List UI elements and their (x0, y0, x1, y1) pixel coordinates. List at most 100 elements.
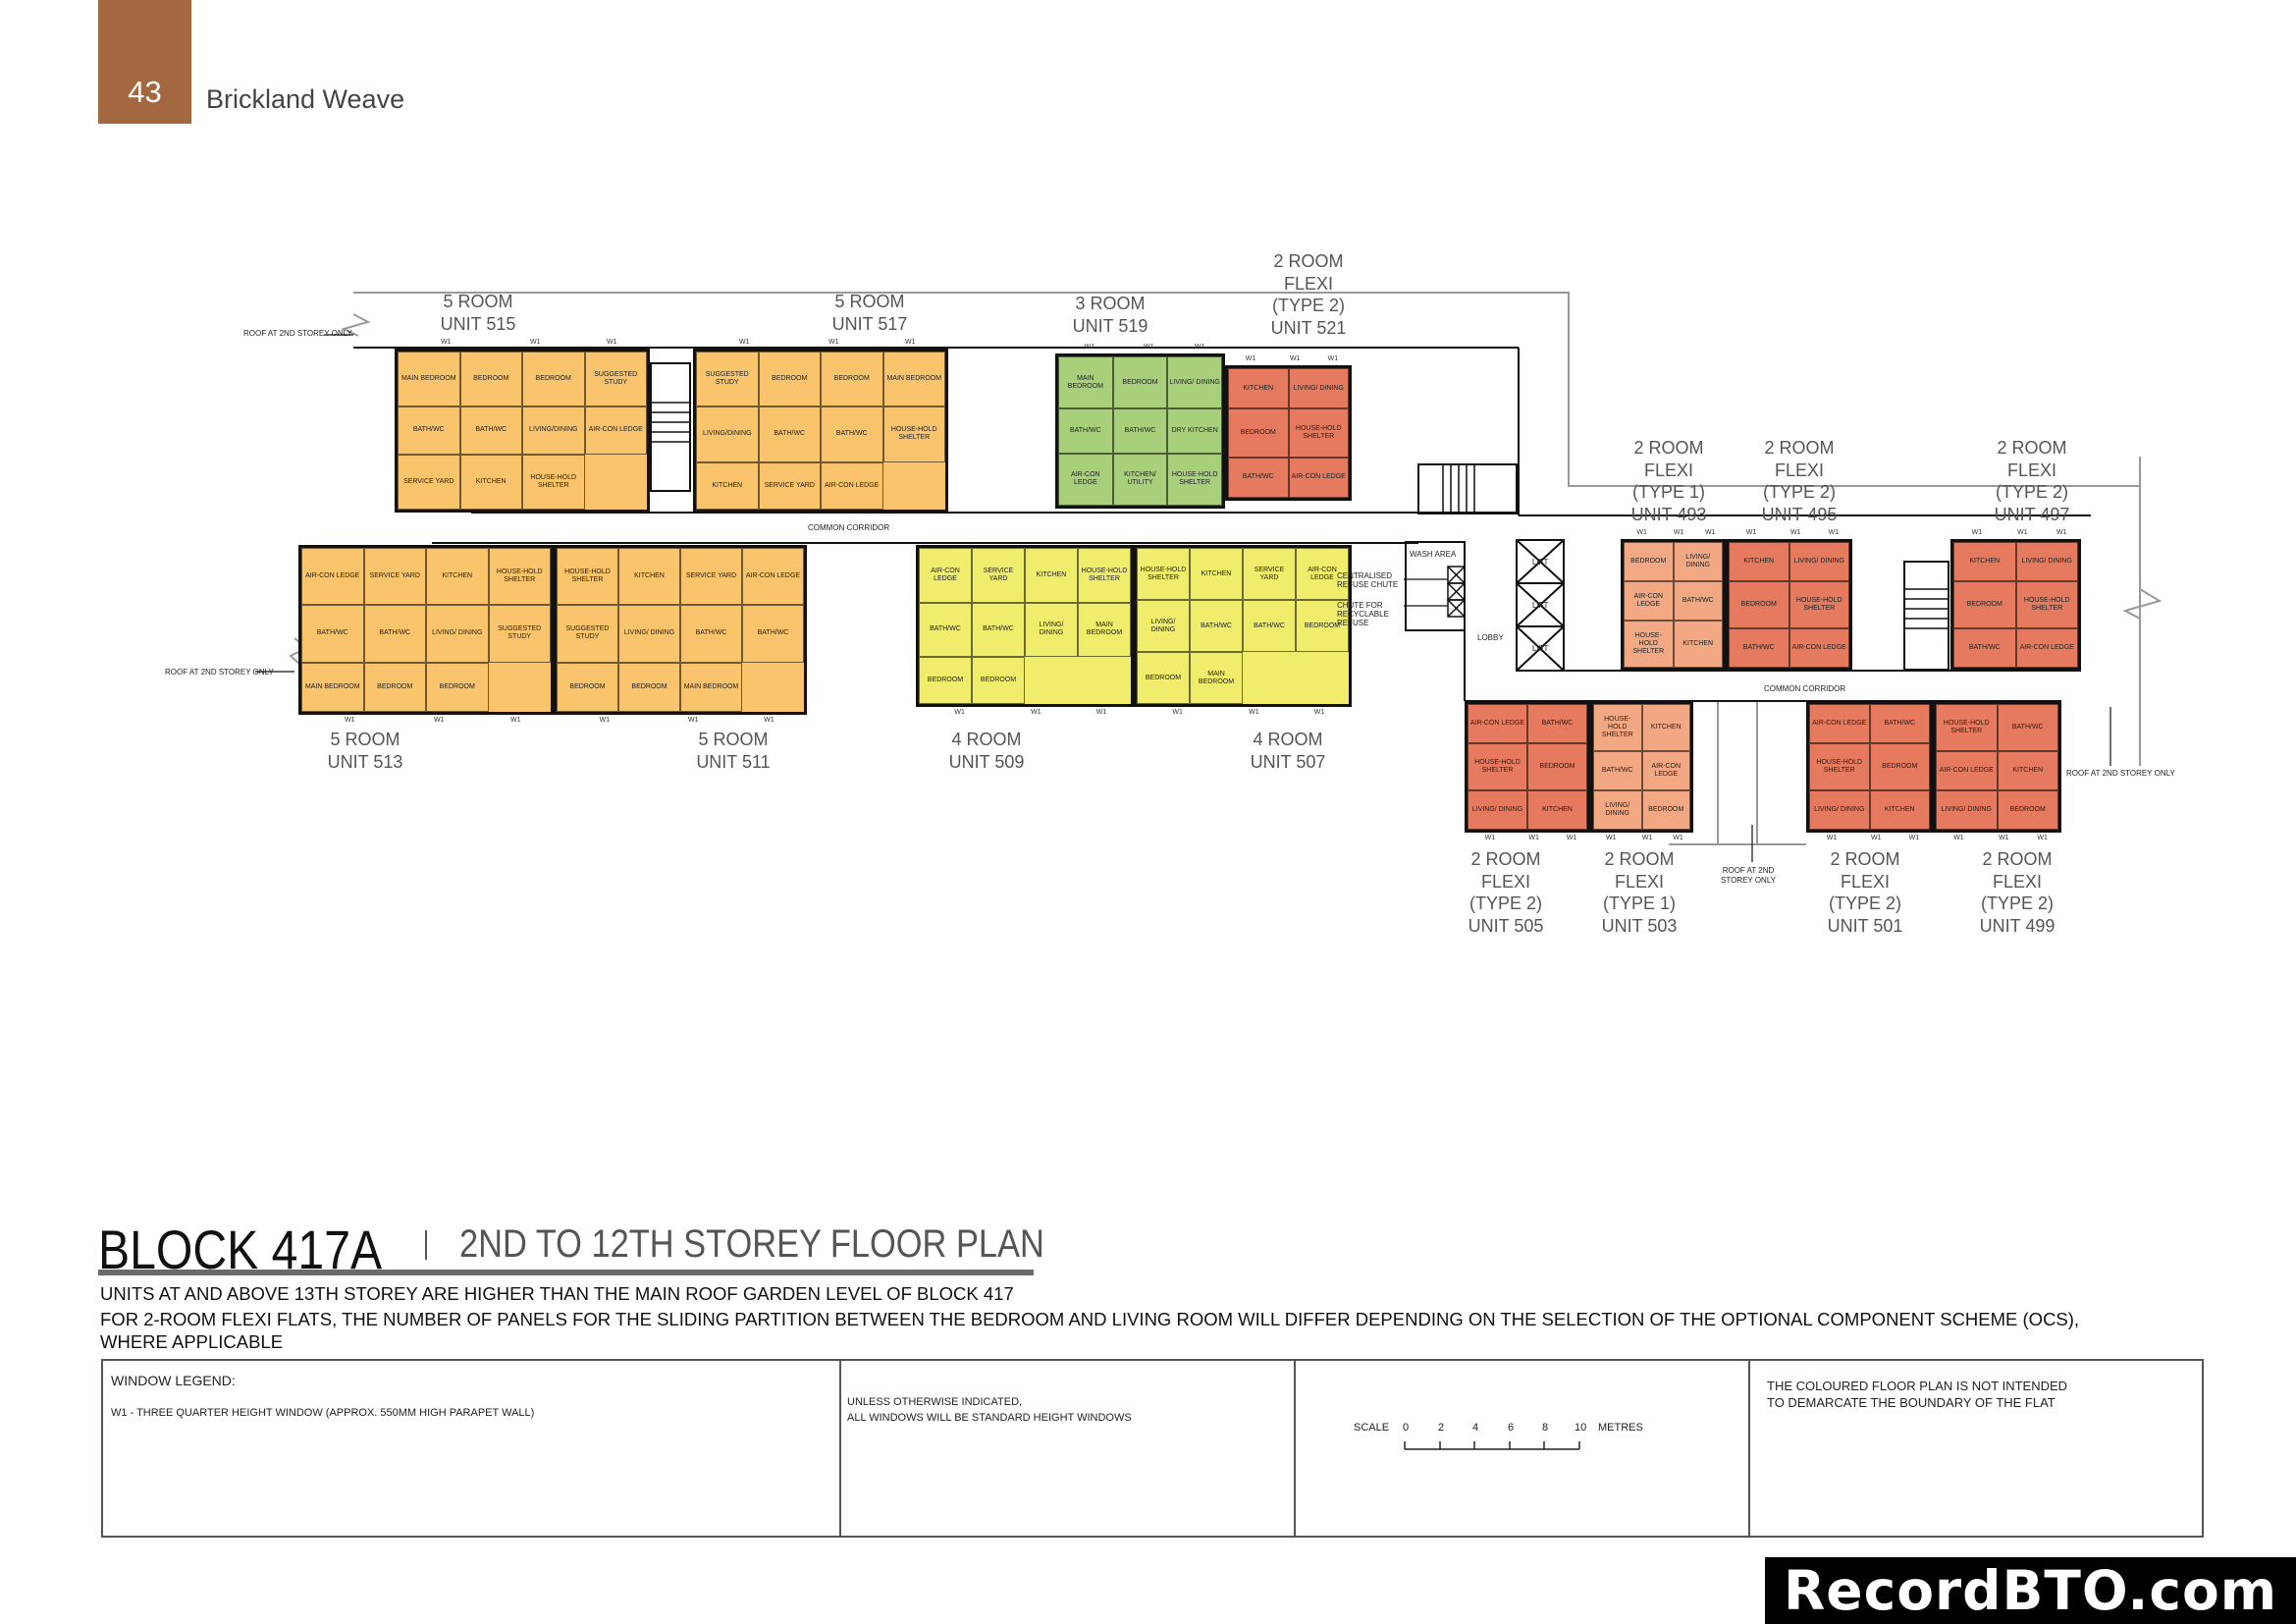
unit-label-line: 2 ROOM (1997, 438, 2067, 458)
lift (1516, 625, 1565, 672)
room-label: KITCHEN (1228, 368, 1289, 409)
wash-area-label: WASH AREA (1410, 550, 1457, 559)
room-label: HOUSE-HOLD SHELTER (1936, 704, 1998, 751)
room-label: LIVING/ DINING (2015, 542, 2078, 581)
window-marker-w1: W1 (1673, 835, 1683, 841)
lift-shafts (1516, 539, 1565, 672)
unit-label-line: UNIT 513 (327, 751, 403, 772)
room-label: LIVING/DINING (696, 406, 759, 462)
room-label: SUGGESTED STUDY (696, 352, 759, 407)
unit-label-line: UNIT 509 (948, 751, 1025, 772)
unit-label-line: FLEXI (2006, 460, 2057, 480)
room-label: KITCHEN (1729, 542, 1789, 581)
room-label: BATH/WC (1228, 457, 1289, 498)
window-marker-w1: W1 (1953, 835, 1964, 841)
window-legend-heading: WINDOW LEGEND: (111, 1373, 236, 1388)
recyclable-chute-label: CHUTE FOR RECYCLABLE REFUSE (1337, 601, 1389, 627)
room-label: KITCHEN (1997, 751, 2058, 790)
room-label: KITCHEN (1673, 621, 1723, 668)
room-label: HOUSE-HOLD SHELTER (1789, 581, 1849, 628)
window-marker-w1: W1 (510, 717, 521, 724)
scale-tick-label: 0 (1403, 1422, 1410, 1434)
window-marker-w1: W1 (434, 717, 445, 724)
room-label: BATH/WC (821, 406, 883, 462)
remark-1: UNITS AT AND ABOVE 13TH STOREY ARE HIGHE… (100, 1283, 1014, 1304)
room-label: BEDROOM (1296, 600, 1349, 652)
room-label: KITCHEN (1527, 790, 1587, 830)
window-marker-w1: W1 (441, 339, 452, 346)
window-marker-w1: W1 (2017, 529, 2028, 536)
room-label: MAIN BEDROOM (882, 352, 945, 407)
room-label: BEDROOM (618, 662, 680, 712)
window-marker-w1: W1 (1484, 835, 1496, 841)
unit-label-line: UNIT 517 (831, 313, 908, 334)
unit-label-line: FLEXI (1992, 871, 2043, 892)
room-label: BATH/WC (1190, 600, 1243, 652)
room-label: BATH/WC (758, 406, 821, 462)
room-label: MAIN BEDROOM (1190, 652, 1243, 704)
unit-label-line: (TYPE 1) (1631, 482, 1706, 502)
title-underline (98, 1270, 1034, 1275)
window-marker-w1: W1 (1172, 709, 1183, 716)
lift-label: LIFT (1532, 644, 1549, 653)
room-label: BATH/WC (1953, 628, 2016, 668)
roof-note: ROOF AT 2ND STOREY ONLY (1720, 866, 1777, 885)
staircase (1903, 561, 1949, 671)
unit-label-line: (TYPE 2) (1828, 893, 1902, 913)
room-label: AIR-CON LEDGE (1936, 751, 1998, 790)
room-label: BATH/WC (1673, 581, 1723, 621)
room-label: DRY KITCHEN (1167, 408, 1222, 454)
room-label: BATH/WC (1112, 408, 1168, 454)
room-label: KITCHEN (1869, 790, 1930, 830)
room-label: BATH/WC (919, 602, 972, 658)
room-label: MAIN BEDROOM (1078, 602, 1131, 658)
window-marker-w1: W1 (1095, 709, 1107, 716)
unit-label-line: UNIT 519 (1072, 315, 1148, 336)
room-label: BATH/WC (1527, 704, 1587, 743)
window-marker-w1: W1 (1999, 835, 2009, 841)
room-label: BEDROOM (1869, 743, 1930, 790)
room-label: BEDROOM (363, 662, 426, 712)
room-label: HOUSE-HOLD SHELTER (882, 406, 945, 462)
unit-label-line: 5 ROOM (330, 730, 400, 749)
unit-label-line: 2 ROOM (1633, 438, 1704, 458)
room-label: BATH/WC (1729, 628, 1789, 668)
unit-label-line: 2 ROOM (1982, 849, 2053, 869)
room-label: AIR-CON LEDGE (1809, 704, 1870, 743)
unit-label-line: FLEXI (1840, 871, 1891, 892)
break-mark (341, 313, 371, 337)
room-label: BEDROOM (426, 662, 489, 712)
scale-bar-graphic (1404, 1441, 1580, 1450)
window-marker-w1: W1 (1789, 529, 1801, 536)
staircase (1417, 463, 1518, 514)
refuse-chute-label: CENTRALISED REFUSE CHUTE (1337, 571, 1399, 589)
unit-label-line: FLEXI (1614, 871, 1665, 892)
room-label: BEDROOM (821, 352, 883, 407)
unit-label-line: UNIT 493 (1630, 504, 1707, 524)
window-marker-w1: W1 (828, 339, 839, 346)
window-marker-w1: W1 (1289, 355, 1301, 362)
unit-label-line: UNIT 497 (1994, 504, 2070, 524)
room-label: BEDROOM (1137, 652, 1190, 704)
room-label: LIVING/ DINING (1936, 790, 1998, 830)
unit-513-label: 5 ROOM UNIT 513 (328, 729, 403, 773)
common-corridor-label: COMMON CORRIDOR (808, 523, 890, 532)
room-label: AIR-CON LEDGE (1641, 751, 1690, 790)
unit-label-line: UNIT 501 (1827, 915, 1903, 936)
window-marker-w1: W1 (1249, 709, 1259, 716)
room-label: LIVING/ DINING (1468, 790, 1527, 830)
room-label: BATH/WC (742, 605, 804, 663)
